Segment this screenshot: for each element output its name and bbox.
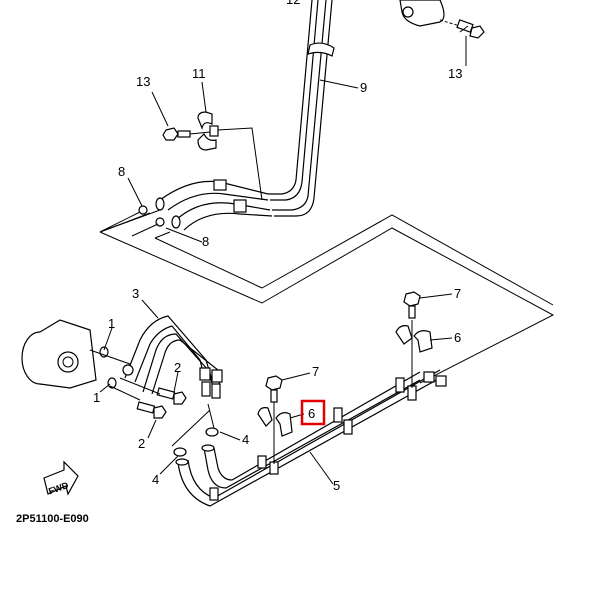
pipe-9	[268, 0, 335, 217]
bolt-13	[439, 19, 485, 39]
hose-fitting	[395, 377, 405, 393]
diagram-code: 2P51100-E090	[16, 513, 89, 525]
callout-2[interactable]: 2	[174, 360, 181, 375]
callout-13[interactable]: 13	[448, 66, 462, 81]
pipe-9-clamp	[307, 42, 335, 57]
callout-7[interactable]: 7	[312, 364, 319, 379]
bracket-12	[399, 0, 445, 27]
leader-lines	[99, 25, 469, 485]
hose-fitting	[209, 487, 219, 501]
bolt-2-lower	[136, 401, 167, 419]
hose-fitting	[333, 407, 343, 423]
pipe-3-fitting	[211, 369, 223, 383]
bolt-11	[162, 127, 263, 201]
callout-7[interactable]: 7	[454, 286, 461, 301]
clamp-6-left	[257, 396, 293, 464]
filter-housing	[21, 319, 131, 389]
hose-5	[175, 369, 447, 507]
fitting-8	[99, 205, 165, 237]
pipe-3	[122, 315, 223, 399]
fwd-arrow-icon: FWD	[43, 460, 79, 496]
hose-clamp	[233, 199, 247, 213]
hose-clamp-4	[171, 403, 219, 457]
callout-2[interactable]: 2	[138, 436, 145, 451]
pipe-3-fitting	[199, 367, 211, 381]
bolt-7-left	[265, 375, 283, 403]
hose-clamp	[213, 179, 227, 191]
bolt-guide-lines	[109, 377, 161, 401]
callout-6[interactable]: 6	[454, 330, 461, 345]
callout-4[interactable]: 4	[152, 472, 159, 487]
upper-hoses	[155, 179, 273, 231]
callout-5[interactable]: 5	[333, 478, 340, 493]
callout-1[interactable]: 1	[108, 316, 115, 331]
o-ring-1	[107, 377, 117, 389]
hose-fitting	[257, 455, 267, 469]
hose-fitting	[407, 385, 417, 401]
callout-4[interactable]: 4	[242, 432, 249, 447]
reference-frame-outline-2	[154, 214, 554, 306]
callout-11[interactable]: 13	[136, 74, 150, 89]
callout-8[interactable]: 8	[118, 164, 125, 179]
callout-1[interactable]: 1	[93, 390, 100, 405]
callout-6-highlighted[interactable]: 6	[308, 406, 315, 421]
callout-8[interactable]: 8	[202, 234, 209, 249]
highlighted-callout-6[interactable]: 6	[300, 399, 326, 426]
highlight-box	[300, 399, 326, 426]
clamp-10	[197, 111, 219, 151]
callout-9[interactable]: 9	[360, 80, 367, 95]
reference-frame-outline	[99, 212, 555, 384]
clamp-6-right	[395, 320, 433, 388]
bolt-2-upper	[156, 387, 187, 405]
callout-10[interactable]: 11	[192, 66, 206, 81]
hose-fitting	[343, 419, 353, 435]
bolt-7-right	[403, 291, 421, 319]
callout-3[interactable]: 3	[132, 286, 139, 301]
callout-12[interactable]: 12	[286, 0, 300, 7]
